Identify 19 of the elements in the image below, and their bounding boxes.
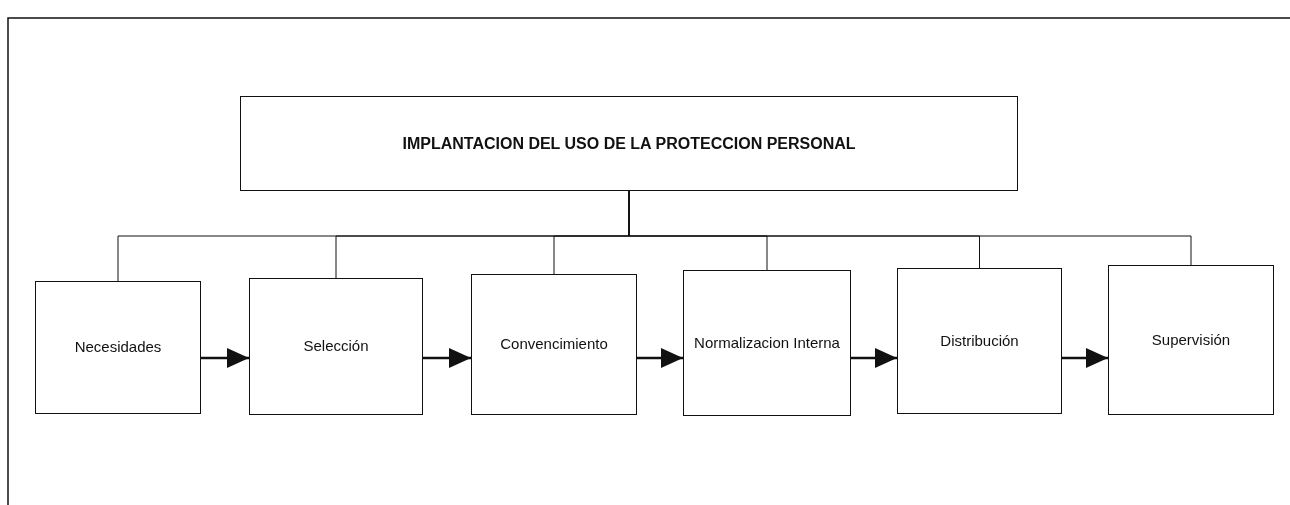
arrow	[851, 348, 897, 368]
arrow	[637, 348, 683, 368]
process-box	[471, 274, 637, 415]
arrow	[201, 348, 249, 368]
process-box	[897, 268, 1062, 414]
process-box	[35, 281, 201, 414]
process-box	[683, 270, 851, 416]
step-label: Supervisión	[1151, 330, 1231, 350]
arrow	[1062, 348, 1108, 368]
process-box	[249, 278, 423, 415]
title-box	[240, 96, 1018, 191]
step-label: Necesidades	[74, 338, 162, 357]
step-label: Selección	[303, 337, 369, 356]
process-box	[1108, 265, 1274, 415]
step-label: Convencimiento	[500, 335, 608, 354]
step-label: Normalizacion Interna	[694, 333, 840, 353]
title-text: IMPLANTACION DEL USO DE LA PROTECCION PERSONAL	[402, 133, 856, 154]
arrow	[423, 348, 471, 368]
step-label: Distribución	[940, 331, 1019, 351]
